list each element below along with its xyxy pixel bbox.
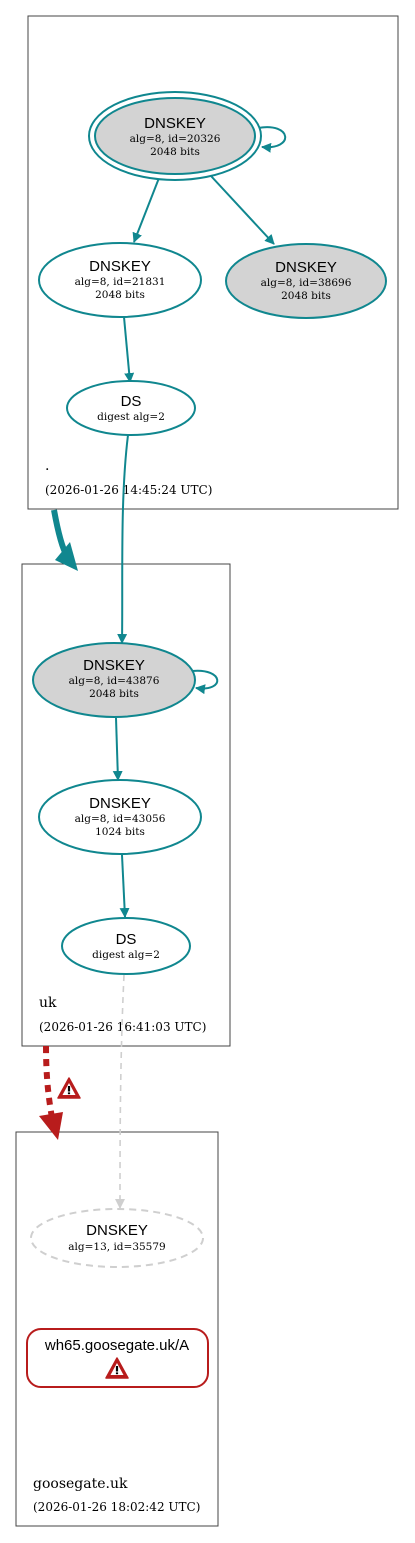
edge-root-ksk-to-zsk1: [132, 177, 160, 243]
edge-uk-ds-to-goosegate-key: [115, 974, 126, 1209]
delegation-uk-to-goosegate-arrowhead: [39, 1112, 63, 1140]
warning-icon: [57, 1077, 81, 1099]
zone-root-label: .: [45, 458, 49, 474]
node-uk-zsk: DNSKEY alg=8, id=43056 1024 bits: [38, 779, 202, 855]
node-uk-ds: DS digest alg=2: [61, 917, 191, 975]
node-root-zsk1-id: alg=8, id=21831: [75, 276, 166, 288]
node-root-ds-title: DS: [121, 393, 142, 410]
zone-goosegate-timestamp: (2026-01-26 18:02:42 UTC): [33, 1500, 200, 1514]
node-root-zsk2-id: alg=8, id=38696: [261, 277, 352, 289]
node-root-ksk-bits: 2048 bits: [150, 146, 200, 158]
node-uk-zsk-bits: 1024 bits: [95, 826, 145, 838]
node-uk-ksk: DNSKEY alg=8, id=43876 2048 bits: [32, 642, 196, 718]
edge-uk-zsk-to-ds: [119, 854, 130, 918]
node-goosegate-rrset-name: wh65.goosegate.uk/A: [44, 1337, 189, 1354]
node-root-ds-digest: digest alg=2: [97, 411, 165, 423]
node-uk-zsk-title: DNSKEY: [89, 795, 151, 812]
node-uk-ksk-title: DNSKEY: [83, 657, 145, 674]
node-uk-ds-title: DS: [116, 931, 137, 948]
node-root-ds: DS digest alg=2: [66, 380, 196, 436]
edge-root-ksk-to-zsk2: [210, 175, 275, 245]
zone-goosegate-label: goosegate.uk: [33, 1476, 128, 1492]
edge-root-zsk1-to-ds: [123, 316, 135, 383]
node-root-zsk2-title: DNSKEY: [275, 259, 337, 276]
node-root-zsk1: DNSKEY alg=8, id=21831 2048 bits: [38, 242, 202, 318]
zone-uk-label: uk: [39, 995, 57, 1011]
zone-root-timestamp: (2026-01-26 14:45:24 UTC): [45, 483, 212, 497]
node-uk-ksk-bits: 2048 bits: [89, 688, 139, 700]
node-root-ksk-title: DNSKEY: [144, 115, 206, 132]
warning-icon: [105, 1357, 129, 1379]
node-goosegate-rrset: wh65.goosegate.uk/A: [26, 1328, 209, 1388]
node-root-zsk2: DNSKEY alg=8, id=38696 2048 bits: [225, 243, 387, 319]
node-uk-ksk-id: alg=8, id=43876: [69, 675, 160, 687]
node-goosegate-dnskey: DNSKEY alg=13, id=35579: [30, 1208, 204, 1268]
edge-uk-ksk-self: [191, 669, 219, 695]
node-root-ksk-id: alg=8, id=20326: [130, 133, 221, 145]
delegation-root-to-uk: [51, 509, 78, 571]
node-root-zsk2-bits: 2048 bits: [281, 290, 331, 302]
node-root-zsk1-title: DNSKEY: [89, 258, 151, 275]
delegation-root-to-uk-arrowhead: [55, 542, 78, 571]
edge-root-ds-to-uk-ksk: [117, 434, 129, 644]
edge-root-ksk-self: [257, 126, 287, 153]
edge-uk-ksk-to-zsk: [112, 717, 123, 781]
node-uk-ds-digest: digest alg=2: [92, 949, 160, 961]
node-root-ksk: DNSKEY alg=8, id=20326 2048 bits: [88, 91, 262, 181]
node-goosegate-dnskey-title: DNSKEY: [86, 1222, 148, 1239]
node-uk-zsk-id: alg=8, id=43056: [75, 813, 166, 825]
node-goosegate-dnskey-id: alg=13, id=35579: [68, 1241, 165, 1253]
zone-uk-timestamp: (2026-01-26 16:41:03 UTC): [39, 1020, 206, 1034]
node-root-zsk1-bits: 2048 bits: [95, 289, 145, 301]
delegation-uk-to-goosegate: [39, 1045, 63, 1140]
